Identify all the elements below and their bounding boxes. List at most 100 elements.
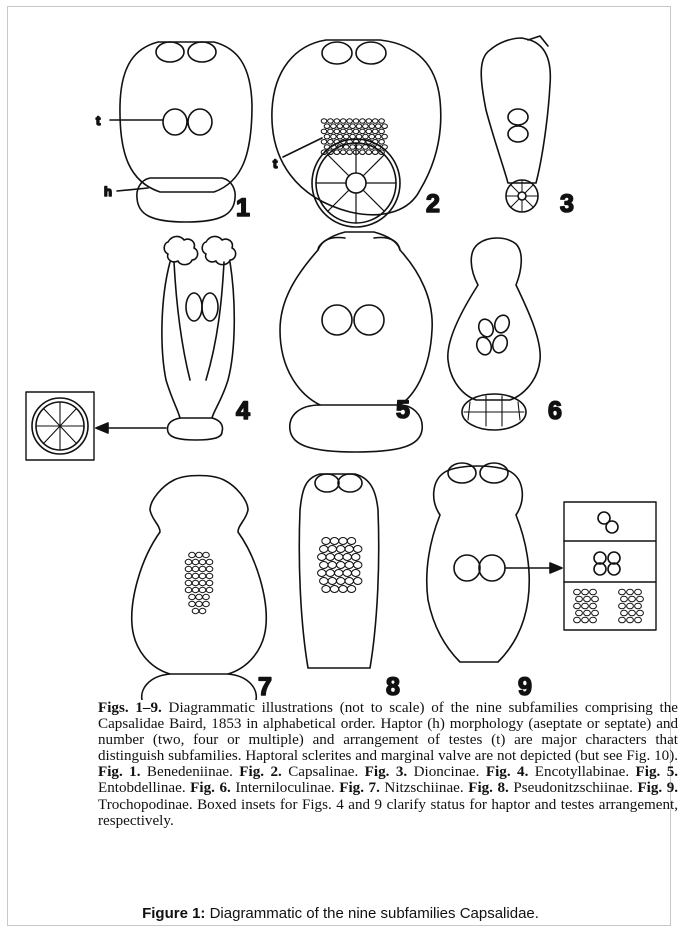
testis: [199, 608, 206, 613]
testis: [189, 594, 196, 599]
testis: [354, 578, 362, 585]
testis: [627, 589, 634, 595]
testis: [582, 617, 589, 623]
testis: [203, 601, 210, 606]
testis: [347, 586, 355, 593]
testis: [574, 617, 581, 623]
testis: [330, 538, 338, 545]
testis: [185, 580, 192, 585]
testis: [192, 580, 199, 585]
testis: [382, 134, 388, 139]
testis: [347, 119, 353, 124]
testis: [192, 608, 199, 613]
fig-number-2: 2: [426, 190, 440, 218]
fig-number-3: 3: [560, 190, 574, 218]
testis: [326, 570, 334, 577]
testis: [576, 610, 583, 616]
testis: [352, 570, 360, 577]
testis: [621, 610, 628, 616]
testis: [574, 589, 581, 595]
testis: [375, 124, 381, 129]
testes-label: t: [96, 113, 101, 128]
testis: [199, 573, 206, 578]
testis: [334, 150, 340, 155]
testis: [320, 562, 328, 569]
testis: [372, 129, 378, 134]
testis: [635, 617, 642, 623]
testis: [196, 601, 203, 606]
testis: [621, 596, 628, 602]
testis: [340, 150, 346, 155]
testis: [629, 610, 636, 616]
testis: [199, 580, 206, 585]
fig3-dioncinae: [481, 36, 550, 212]
caption-body: Diagrammatic illustrations (not to scale…: [98, 700, 678, 764]
caption-fig-8: Fig. 8.: [468, 780, 509, 796]
testis: [627, 603, 634, 609]
testis: [343, 124, 349, 129]
testis: [335, 570, 343, 577]
testis: [324, 134, 330, 139]
testis: [331, 124, 337, 129]
testis: [360, 129, 366, 134]
testis: [369, 124, 375, 129]
testis: [328, 119, 334, 124]
testis: [192, 587, 199, 592]
testis: [337, 546, 345, 553]
caption-fig-3: Fig. 3.: [365, 764, 408, 780]
testis: [326, 554, 334, 561]
testis: [185, 573, 192, 578]
testis: [206, 587, 213, 592]
testis: [576, 596, 583, 602]
testis: [619, 603, 626, 609]
figure-caption: Figs. 1–9. Diagrammatic illustrations (n…: [98, 700, 678, 829]
testis: [328, 578, 336, 585]
testis: [635, 589, 642, 595]
testis: [379, 140, 385, 145]
testis: [328, 129, 334, 134]
testis: [337, 134, 343, 139]
fig8-testes-cluster: [318, 538, 362, 593]
caption-fig-2: Fig. 2.: [239, 764, 282, 780]
testis: [360, 119, 366, 124]
testis: [347, 150, 353, 155]
testis: [354, 562, 362, 569]
testis: [199, 559, 206, 564]
fig6-interniloculinae: [448, 238, 540, 430]
testis: [318, 570, 326, 577]
caption-name-6: Interniloculinae.: [231, 780, 339, 796]
testis: [379, 129, 385, 134]
testis: [328, 140, 334, 145]
testis: [366, 119, 372, 124]
testis: [321, 119, 327, 124]
testis: [337, 124, 343, 129]
testis: [322, 586, 330, 593]
testis: [379, 119, 385, 124]
testis: [206, 559, 213, 564]
testis: [335, 554, 343, 561]
testis: [321, 140, 327, 145]
caption-name-9: Trochopodinae. Boxed insets for Figs. 4 …: [98, 797, 678, 829]
testis: [352, 554, 360, 561]
testis: [619, 589, 626, 595]
figure-title-text: Diagrammatic of the nine subfamilies Cap…: [205, 905, 539, 922]
testis: [340, 129, 346, 134]
testis: [353, 129, 359, 134]
testis: [321, 129, 327, 134]
testis: [337, 562, 345, 569]
testis: [324, 124, 330, 129]
testis: [356, 134, 362, 139]
figure-title-label: Figure 1:: [142, 905, 205, 922]
caption-fig-7: Fig. 7.: [339, 780, 380, 796]
caption-fig-1: Fig. 1.: [98, 764, 141, 780]
fig-number-1: 1: [236, 194, 250, 222]
testis: [382, 124, 388, 129]
fig7-testes-cluster: [185, 552, 213, 613]
testes-label-fig2: t: [273, 156, 278, 171]
testis: [203, 594, 210, 599]
testis: [629, 596, 636, 602]
testis: [328, 546, 336, 553]
testis: [340, 119, 346, 124]
testis: [185, 566, 192, 571]
testis: [343, 554, 351, 561]
